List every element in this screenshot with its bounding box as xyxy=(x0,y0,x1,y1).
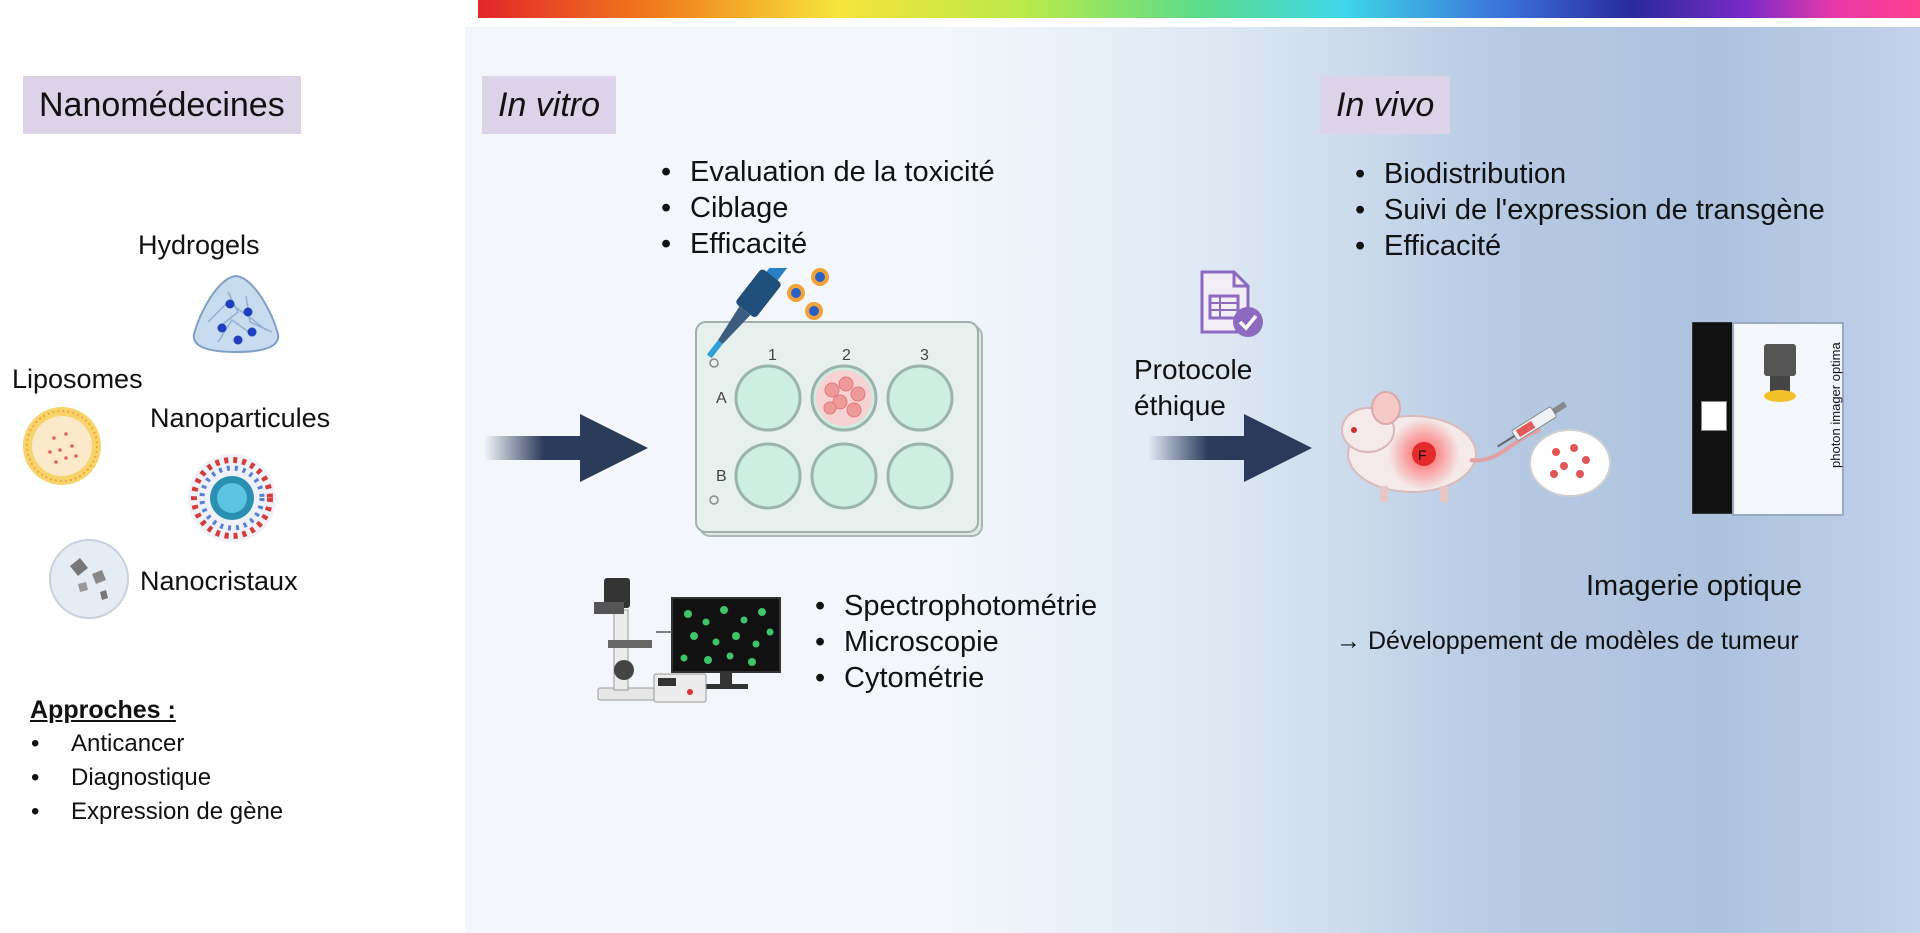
ethics-label-line: Protocole xyxy=(1134,354,1253,385)
objective-item: Evaluation de la toxicité xyxy=(657,154,995,190)
in-vitro-techniques: Spectrophotométrie Microscopie Cytométri… xyxy=(811,588,1097,696)
nanoparticules-label: Nanoparticules xyxy=(150,403,331,433)
ethics-label: Protocole éthique xyxy=(1134,352,1252,424)
nanoparticle-icon xyxy=(188,454,276,542)
tumor-letter: F xyxy=(1418,447,1427,463)
hydrogels-label: Hydrogels xyxy=(138,230,260,260)
nanomedecines-title: Nanomédecines xyxy=(23,76,301,134)
in-vitro-objectives: Evaluation de la toxicité Ciblage Effica… xyxy=(657,154,995,262)
in-vitro-title: In vitro xyxy=(482,76,617,134)
well-plate-icon: 1 2 3 A B xyxy=(695,268,983,537)
petri-dish-icon xyxy=(1529,429,1611,497)
technique-item: Spectrophotométrie xyxy=(811,588,1097,624)
plate-col-label: 2 xyxy=(842,347,851,364)
in-vivo-objectives: Biodistribution Suivi de l'expression de… xyxy=(1351,156,1825,264)
plate-col-label: 1 xyxy=(768,347,777,364)
approaches-title: Approches : xyxy=(30,696,176,724)
particles-icon xyxy=(787,268,829,320)
mouse-icon: F xyxy=(1341,391,1568,502)
approach-item: Expression de gène xyxy=(26,795,283,829)
flow-arrow-icon xyxy=(484,414,648,482)
approach-item: Anticancer xyxy=(26,727,283,761)
hydrogel-icon xyxy=(192,274,280,354)
liposome-icon xyxy=(23,407,101,485)
imager-window xyxy=(1701,401,1727,431)
nanocristaux-label: Nanocristaux xyxy=(140,566,298,596)
plate-col-label: 3 xyxy=(920,347,929,364)
in-vivo-title: In vivo xyxy=(1320,76,1451,134)
approach-item: Diagnostique xyxy=(26,761,283,795)
imager-text: photon imager optima xyxy=(1828,342,1843,468)
camera-icon xyxy=(1764,344,1796,402)
liposomes-label: Liposomes xyxy=(12,364,143,394)
ethics-protocol-icon xyxy=(1200,270,1263,337)
imager-door xyxy=(1692,322,1734,514)
plate-row-label: A xyxy=(716,390,727,407)
technique-item: Microscopie xyxy=(811,624,1097,660)
objective-item: Efficacité xyxy=(1351,228,1825,264)
development-text: → Développement de modèles de tumeur xyxy=(1336,627,1799,655)
flow-arrow-icon xyxy=(1148,414,1312,482)
technique-item: Cytométrie xyxy=(811,660,1097,696)
objective-item: Biodistribution xyxy=(1351,156,1825,192)
objective-item: Efficacité xyxy=(657,226,995,262)
imaging-label: Imagerie optique xyxy=(1586,570,1803,602)
photon-imager-device: photon imager optima xyxy=(1692,318,1844,516)
plate-row-label: B xyxy=(716,468,727,485)
objective-item: Suivi de l'expression de transgène xyxy=(1351,192,1825,228)
objective-item: Ciblage xyxy=(657,190,995,226)
microscope-setup-icon xyxy=(594,578,781,703)
ethics-label-line: éthique xyxy=(1134,390,1226,421)
approaches-list: Anticancer Diagnostique Expression de gè… xyxy=(26,727,283,829)
spectrum-bar xyxy=(478,0,1920,18)
nanocrystal-icon xyxy=(49,539,129,619)
